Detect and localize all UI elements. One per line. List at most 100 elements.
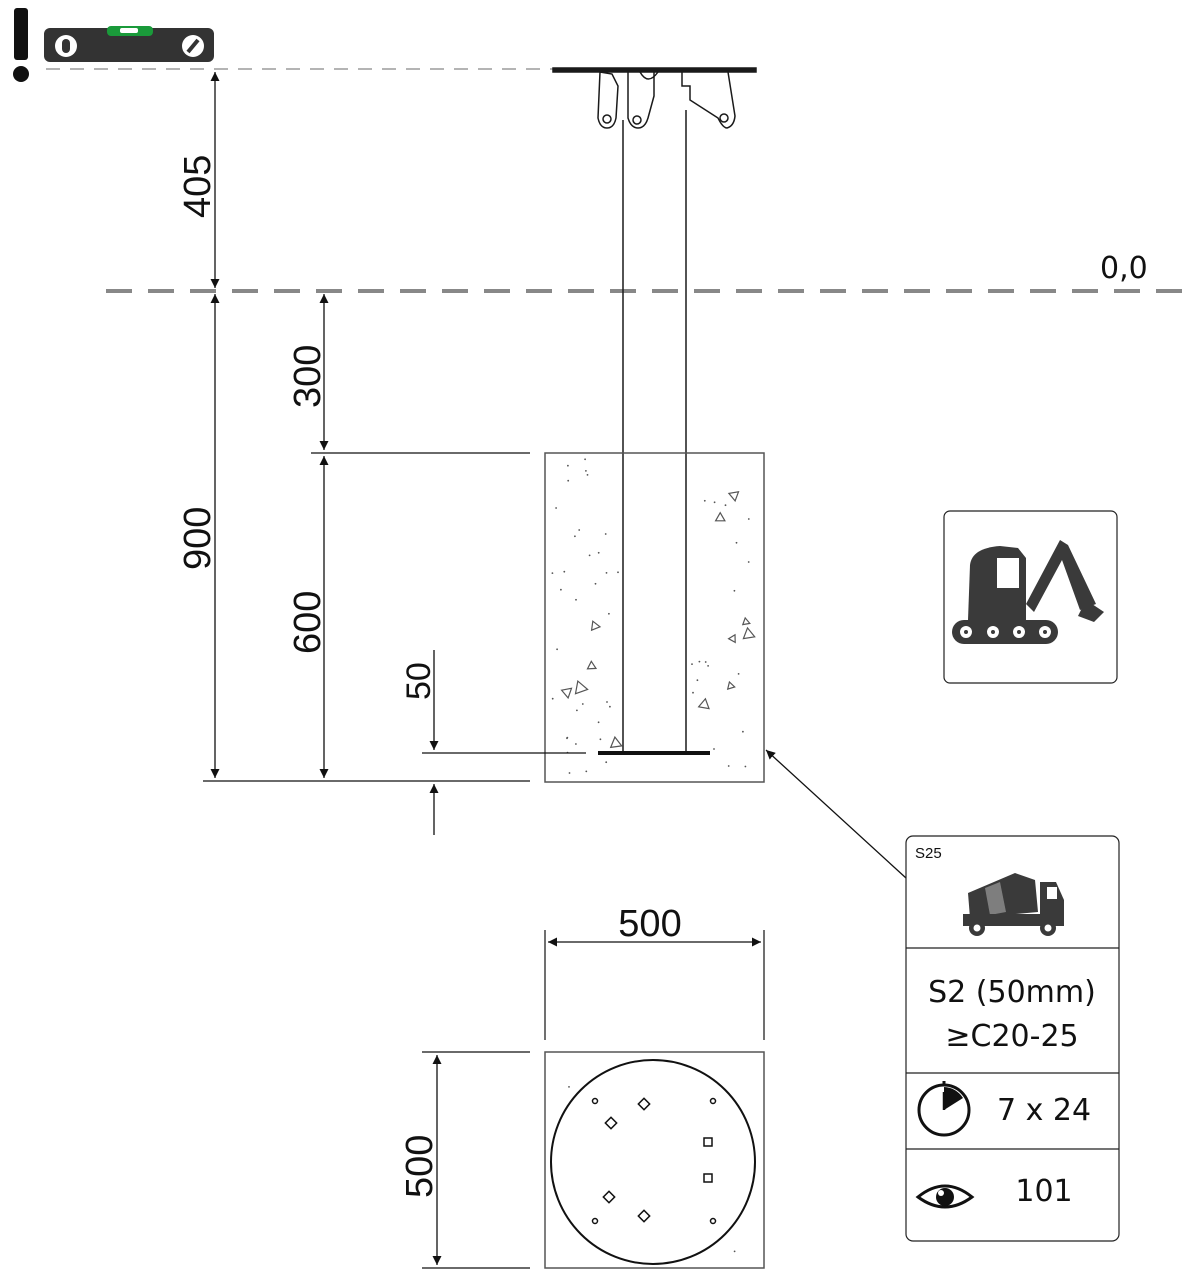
svg-text:405: 405 [177, 155, 219, 218]
aggregate-dot [599, 738, 602, 741]
dim-footing-height: 600 [287, 456, 329, 778]
excavator-icon [952, 540, 1104, 644]
dim-top-gap: 300 [287, 294, 530, 454]
concrete-code: S25 [915, 845, 942, 862]
aggregate-dot [597, 551, 600, 554]
strength-class: ≥C20-25 [945, 1019, 1078, 1054]
dim-plan-depth: 500 [399, 1051, 530, 1269]
aggregate-stone [560, 687, 573, 700]
aggregate-dot [575, 743, 577, 745]
aggregate-dot [560, 588, 562, 591]
aggregate-stone [726, 680, 736, 690]
aggregate-dot [551, 697, 554, 700]
dim-above-ground: 405 [177, 72, 220, 288]
aggregate-dot [605, 572, 608, 574]
eye-icon [915, 1184, 975, 1209]
concrete-aggregate-section [551, 458, 756, 774]
aggregate-dot [733, 1250, 736, 1253]
aggregate-dot [551, 572, 554, 574]
aggregate-stone [714, 511, 726, 522]
svg-text:300: 300 [287, 345, 329, 408]
aggregate-stone [727, 633, 736, 644]
inspection-ref: 101 [1015, 1174, 1072, 1209]
concrete-spec-panel: S25 S2 (50mm) ≥C20-25 7 x 24 [905, 835, 1120, 1242]
aggregate-dot [691, 663, 693, 665]
aggregate-dot [563, 570, 566, 573]
svg-text:500: 500 [399, 1135, 441, 1198]
aggregate-dot [608, 612, 610, 615]
clock-icon [917, 1081, 971, 1137]
aggregate-dot [733, 589, 736, 592]
consistency-class: S2 (50mm) [928, 975, 1096, 1010]
aggregate-dot [576, 709, 578, 712]
dim-total-depth: 900 [177, 294, 530, 782]
aggregate-dot [568, 772, 571, 774]
aggregate-dot [742, 730, 744, 733]
aggregate-dot [556, 648, 558, 651]
leader-line [765, 749, 907, 879]
aggregate-dot [585, 470, 587, 472]
aggregate-dot [586, 474, 589, 476]
aggregate-dot [747, 561, 750, 563]
aggregate-dot [581, 703, 584, 705]
plate-fixings [591, 1097, 717, 1225]
aggregate-dot [567, 464, 569, 467]
aggregate-dot [585, 770, 588, 773]
ground-level-label: 0,0 [1100, 251, 1148, 286]
aggregate-dot [713, 501, 716, 504]
aggregate-dot [584, 458, 586, 461]
aggregate-dot [707, 665, 709, 667]
concrete-footing-section [544, 452, 765, 783]
aggregate-dot [575, 598, 577, 601]
aggregate-dot [727, 765, 730, 767]
aggregate-dot [698, 660, 701, 663]
aggregate-dot [703, 499, 706, 502]
aggregate-stone [609, 735, 623, 749]
excavation-panel [943, 510, 1118, 684]
aggregate-dot [566, 737, 568, 740]
svg-text:600: 600 [287, 591, 329, 654]
aggregate-dot [605, 761, 608, 764]
aggregate-stone [586, 660, 598, 670]
aggregate-dot [713, 748, 715, 750]
aggregate-dot [704, 661, 707, 663]
aggregate-dot [594, 582, 597, 585]
svg-text:50: 50 [400, 662, 438, 700]
aggregate-dot [568, 1086, 570, 1088]
post-head [552, 67, 757, 129]
aggregate-stone [590, 620, 602, 632]
svg-text:500: 500 [618, 903, 681, 945]
concrete-aggregate-plan [568, 1086, 736, 1253]
aggregate-stone [741, 616, 751, 626]
dim-anchor-offset: 50 [400, 650, 586, 835]
aggregate-stone [697, 697, 710, 710]
aggregate-dot [617, 571, 619, 574]
curing-time: 7 x 24 [997, 1093, 1091, 1128]
svg-text:900: 900 [177, 507, 219, 570]
aggregate-dot [744, 765, 747, 768]
aggregate-dot [737, 673, 740, 675]
aggregate-dot [574, 535, 576, 538]
aggregate-dot [747, 518, 750, 520]
aggregate-dot [588, 554, 591, 557]
base-plate-plan [550, 1059, 756, 1265]
aggregate-stone [574, 679, 589, 695]
aggregate-stone [727, 491, 740, 503]
aggregate-dot [696, 679, 699, 682]
concrete-footing-plan [544, 1051, 765, 1269]
spirit-level-icon [44, 26, 214, 62]
aggregate-stone [742, 626, 756, 640]
exclamation-icon [13, 8, 29, 82]
aggregate-dot [604, 533, 607, 535]
aggregate-dot [609, 705, 611, 708]
concrete-mixer-truck-icon [963, 873, 1064, 936]
aggregate-dot [578, 529, 581, 531]
aggregate-dot [567, 479, 570, 482]
aggregate-dot [555, 507, 557, 509]
dim-plan-width: 500 [544, 903, 765, 1040]
aggregate-dot [724, 504, 727, 507]
aggregate-dot [606, 701, 608, 703]
aggregate-dot [597, 721, 600, 724]
aggregate-dot [692, 691, 694, 694]
